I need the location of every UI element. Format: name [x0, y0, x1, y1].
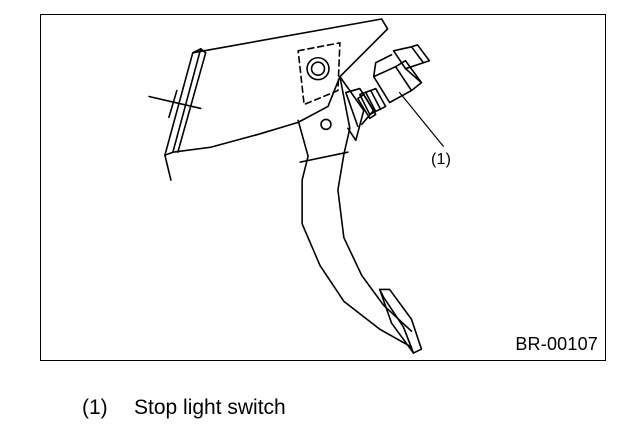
figure-code: BR-00107 [515, 334, 598, 354]
figure-frame: (1) BR-00107 [40, 14, 606, 361]
stop-light-switch [339, 44, 431, 142]
brake-pedal-arm [297, 75, 423, 354]
pedal-bracket-left [148, 48, 207, 181]
callout-leader-line [398, 91, 444, 147]
callout-label: (1) [431, 151, 452, 168]
legend-item-number: (1) [82, 396, 108, 419]
legend-item-label: Stop light switch [134, 396, 286, 419]
brake-pedal-illustration [148, 18, 444, 354]
legend: (1) Stop light switch [82, 396, 286, 420]
pedal-bracket-body [172, 18, 389, 153]
pivot-bolt [306, 56, 330, 81]
